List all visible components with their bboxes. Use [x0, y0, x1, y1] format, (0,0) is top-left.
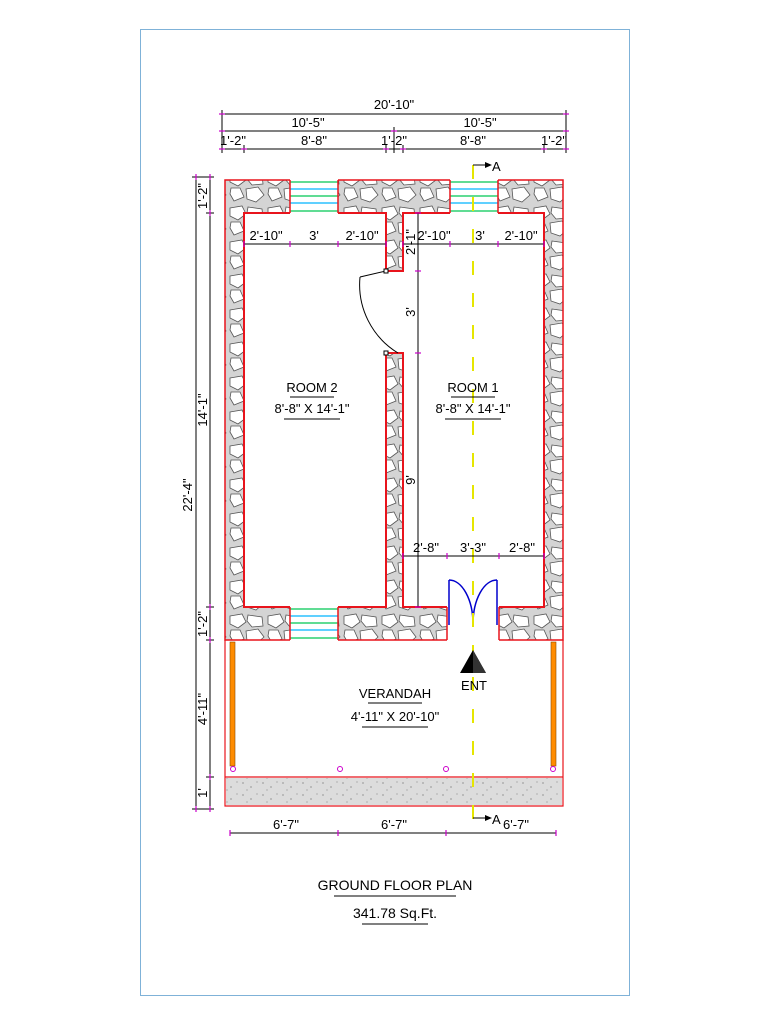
verandah-label: VERANDAH 4'-11" X 20'-10" [351, 686, 440, 728]
dim-left-seg-4: 4'-11" [195, 693, 210, 726]
drawing-sheet-border [140, 29, 630, 996]
window-bottom-room2 [290, 608, 338, 639]
plinth-strip [226, 778, 562, 805]
dimension-ticks [195, 113, 569, 836]
dim-bottom-2: 6'-7" [381, 817, 407, 832]
verandah-columns [229, 641, 557, 772]
dim-partition-door: 3' [403, 307, 418, 317]
dim-room1-door-right: 2'-8" [509, 540, 535, 555]
wall-outline [224, 179, 564, 807]
dim-left-seg-3: 1'-2" [195, 611, 210, 637]
dim-room2-win-left: 2'-10" [249, 228, 283, 243]
dim-left-overall: 22'-4" [180, 478, 195, 512]
dim-top-seg-4: 8'-8" [460, 133, 486, 148]
room1-name: ROOM 1 [447, 380, 498, 395]
dim-left-seg-5: 1' [195, 788, 210, 798]
dim-partition-top: 2'-1" [403, 229, 418, 255]
entrance-label: ENT [461, 678, 487, 693]
verandah-name: VERANDAH [359, 686, 431, 701]
dim-room1-door-mid: 3'-3" [460, 540, 486, 555]
dimension-lines [192, 110, 567, 834]
plan-area: 341.78 Sq.Ft. [353, 905, 437, 921]
plan-title-block: GROUND FLOOR PLAN 341.78 Sq.Ft. [318, 877, 473, 925]
dim-bottom-3: 6'-7" [503, 817, 529, 832]
room1-label: ROOM 1 8'-8" X 14'-1" [436, 380, 511, 420]
entrance-marker: ENT [460, 650, 487, 693]
dim-top-half-left: 10'-5" [291, 115, 325, 130]
dim-top-seg-5: 1'-2" [541, 133, 567, 148]
dim-top-seg-2: 8'-8" [301, 133, 327, 148]
window-top-room2 [290, 181, 338, 212]
verandah-size: 4'-11" X 20'-10" [351, 709, 440, 724]
room1-size: 8'-8" X 14'-1" [436, 401, 511, 416]
dim-room1-win-mid: 3' [475, 228, 485, 243]
section-marker-top: A [473, 159, 501, 174]
dim-top-seg-3: 1'-2" [381, 133, 407, 148]
dim-room1-win-right: 2'-10" [504, 228, 538, 243]
door-internal [359, 268, 399, 356]
section-marker-bottom: A [473, 812, 501, 827]
dim-room1-door-left: 2'-8" [413, 540, 439, 555]
room2-size: 8'-8" X 14'-1" [275, 401, 350, 416]
plan-title: GROUND FLOOR PLAN [318, 877, 473, 893]
dim-room2-win-mid: 3' [309, 228, 319, 243]
dim-room2-win-right: 2'-10" [345, 228, 379, 243]
dim-left-seg-1: 1'-2" [195, 183, 210, 209]
dim-left-seg-2: 14'-1" [195, 393, 210, 427]
dim-top-seg-1: 1'-2" [220, 133, 246, 148]
section-marker-label-top: A [492, 159, 501, 174]
dim-partition-bottom: 9' [403, 475, 418, 485]
dim-top-overall: 20'-10" [374, 97, 415, 112]
dim-room1-win-left: 2'-10" [417, 228, 451, 243]
room2-label: ROOM 2 8'-8" X 14'-1" [275, 380, 350, 420]
dimension-text: 20'-10" 10'-5" 10'-5" 1'-2" 8'-8" 1'-2" … [180, 97, 567, 832]
room2-name: ROOM 2 [286, 380, 337, 395]
section-marker-label-bottom: A [492, 812, 501, 827]
walls [225, 180, 563, 640]
dim-bottom-1: 6'-7" [273, 817, 299, 832]
dim-top-half-right: 10'-5" [463, 115, 497, 130]
